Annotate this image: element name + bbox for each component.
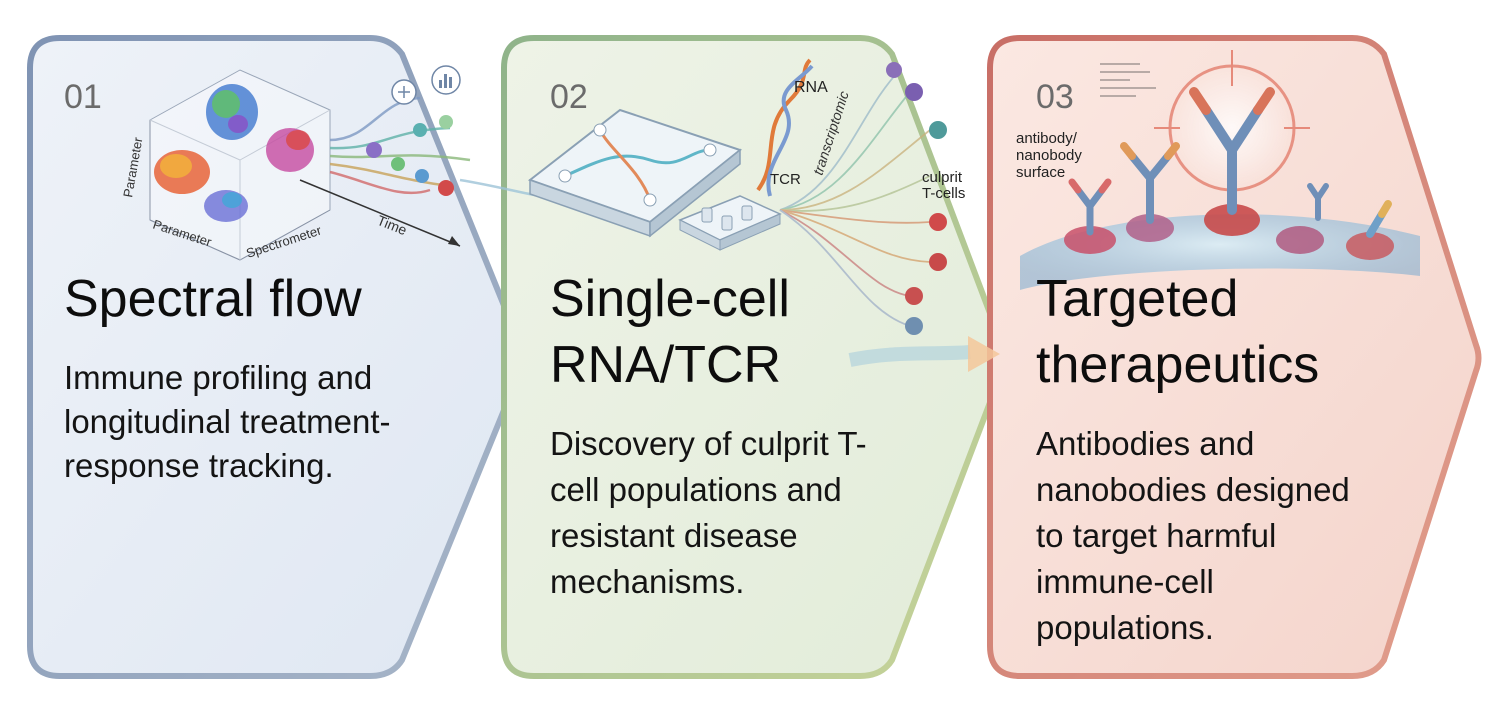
panel-1-title: Spectral flow xyxy=(64,270,362,328)
cell-dot xyxy=(391,157,405,171)
culprit-label-line1: culprit xyxy=(922,169,963,186)
antibody-label-line1: antibody/ xyxy=(1016,130,1078,147)
cell-dot xyxy=(439,115,453,129)
t-cell-icon xyxy=(905,287,923,305)
t-cell-icon xyxy=(929,121,947,139)
rna-label: RNA xyxy=(794,79,828,96)
gating-icon xyxy=(391,79,417,105)
antibody-label-line2: nanobody xyxy=(1016,147,1082,164)
antibody-label-line3: surface xyxy=(1016,164,1065,181)
culprit-label-line2: T-cells xyxy=(922,185,965,202)
data-readout-lines xyxy=(1100,63,1156,97)
microfluidic-chip-icon xyxy=(527,108,782,251)
panel-3-desc-line2: nanobodies designed xyxy=(1036,471,1350,508)
antibody-icon xyxy=(1068,87,1392,238)
bar-chart-icon xyxy=(431,65,461,95)
panel-1-desc-line2: longitudinal treatment- xyxy=(64,403,391,440)
panel-2-desc-line3: resistant disease xyxy=(550,517,798,554)
t-cell-icon xyxy=(929,253,947,271)
panel-1-desc-line1: Immune profiling and xyxy=(64,359,372,396)
panel-1-number: 01 xyxy=(64,78,102,116)
panel-3-desc-line4: immune-cell xyxy=(1036,563,1214,600)
cell-dot xyxy=(413,123,427,137)
t-cell-icon xyxy=(905,317,923,335)
panel-2-desc-line4: mechanisms. xyxy=(550,563,744,600)
cell-dot xyxy=(415,169,429,183)
panel-2-title-line1: Single-cell xyxy=(550,270,790,328)
panel-3-title-line1: Targeted xyxy=(1036,270,1238,328)
panel-3-number: 03 xyxy=(1036,78,1074,116)
panel-3-desc-line3: to target harmful xyxy=(1036,517,1276,554)
cell-dot xyxy=(366,142,382,158)
time-axis xyxy=(299,179,461,247)
t-cell-icon xyxy=(929,213,947,231)
panel-1-desc-line3: response tracking. xyxy=(64,447,334,484)
t-cell-icon xyxy=(886,62,902,78)
panel-2-desc-line2: cell populations and xyxy=(550,471,842,508)
panel-2-title-line2: RNA/TCR xyxy=(550,336,781,394)
panel-1-shape xyxy=(27,35,526,679)
panel-3-title-line2: therapeutics xyxy=(1036,336,1319,394)
surface-cells xyxy=(1064,204,1394,260)
panel-2-desc-line1: Discovery of culprit T- xyxy=(550,425,867,462)
time-arrow-icon xyxy=(448,236,460,246)
panel-3-desc-line5: populations. xyxy=(1036,609,1214,646)
t-cell-icons xyxy=(886,62,947,335)
cell-dot xyxy=(438,180,454,196)
dna-helix-icon xyxy=(756,58,814,197)
panel-2-number: 02 xyxy=(550,78,588,116)
transition-arrow-icon xyxy=(848,336,1000,372)
panel-3-desc-line1: Antibodies and xyxy=(1036,425,1254,462)
t-cell-icon xyxy=(905,83,923,101)
scatter-plot-3d-icon xyxy=(149,69,331,261)
branching-streams xyxy=(779,69,931,327)
tcr-label: TCR xyxy=(770,171,801,188)
panel-3-shape xyxy=(987,35,1482,679)
